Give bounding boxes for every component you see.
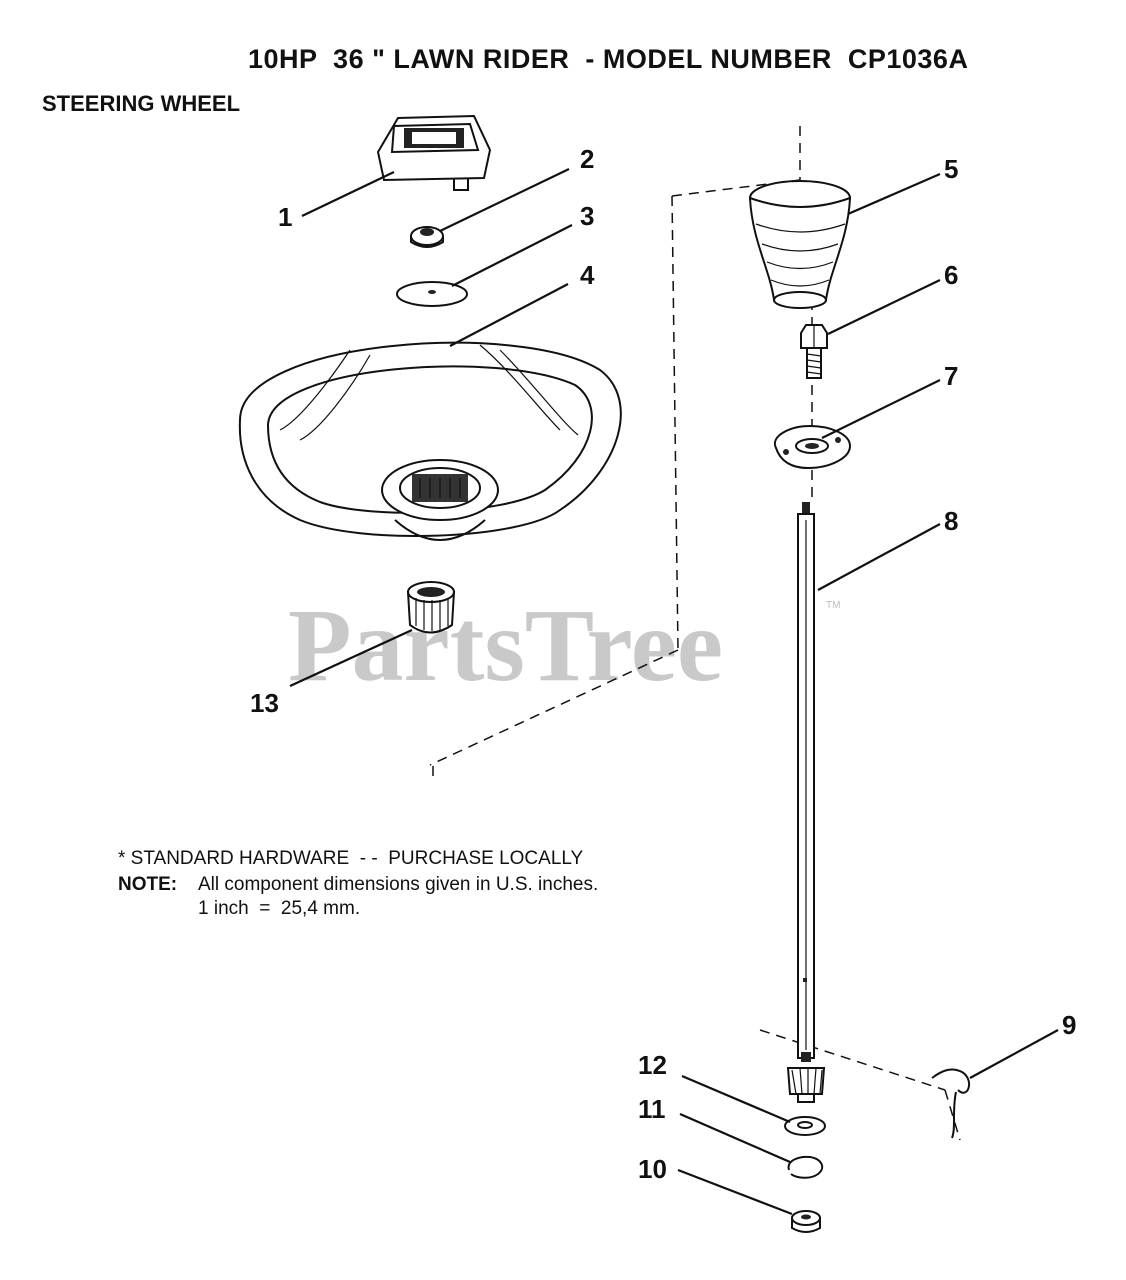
callout-8: 8	[944, 506, 958, 536]
leader-lines	[289, 168, 1059, 1216]
part-10-bushing	[791, 1210, 821, 1233]
part-5-steering-boot	[748, 180, 852, 309]
callout-5: 5	[944, 154, 958, 184]
notes-block: * STANDARD HARDWARE - - PURCHASE LOCALLY…	[118, 848, 598, 919]
part-8-steering-shaft	[786, 502, 826, 1103]
watermark-trademark: TM	[826, 600, 840, 611]
callout-3: 3	[580, 201, 594, 231]
callout-4: 4	[580, 260, 595, 290]
note-label: NOTE:	[118, 874, 177, 895]
callout-2: 2	[580, 144, 594, 174]
callout-11: 11	[638, 1094, 666, 1124]
part-1-horn-cap	[376, 114, 492, 191]
note-line-2: 1 inch = 25,4 mm.	[198, 898, 360, 919]
callout-numbers: 1 2 3 4 5 6 7 8 9 10 11 12 13	[250, 144, 1076, 1184]
section-title: STEERING WHEEL	[42, 91, 240, 116]
part-2-nut	[410, 226, 444, 248]
part-4-steering-wheel	[238, 341, 622, 541]
part-3-washer	[396, 281, 468, 307]
part-7-flange-bearing	[773, 424, 852, 470]
part-11-snap-ring	[787, 1155, 824, 1179]
callout-7: 7	[944, 361, 958, 391]
callout-6: 6	[944, 260, 958, 290]
part-9-hairpin-clip	[931, 1068, 971, 1139]
part-13-steering-adapter	[406, 581, 456, 634]
diagram-title: 10HP 36 " LAWN RIDER - MODEL NUMBER CP10…	[248, 44, 968, 74]
callout-10: 10	[638, 1154, 667, 1184]
callout-12: 12	[638, 1050, 667, 1080]
callout-9: 9	[1062, 1010, 1076, 1040]
standard-hardware-note: * STANDARD HARDWARE - - PURCHASE LOCALLY	[118, 848, 584, 869]
note-line-1: All component dimensions given in U.S. i…	[198, 874, 598, 895]
callout-1: 1	[278, 202, 292, 232]
watermark-logo: PartsTree	[288, 588, 723, 703]
part-6-bolt	[800, 324, 828, 379]
callout-13: 13	[250, 688, 279, 718]
part-12-washer	[784, 1116, 826, 1136]
